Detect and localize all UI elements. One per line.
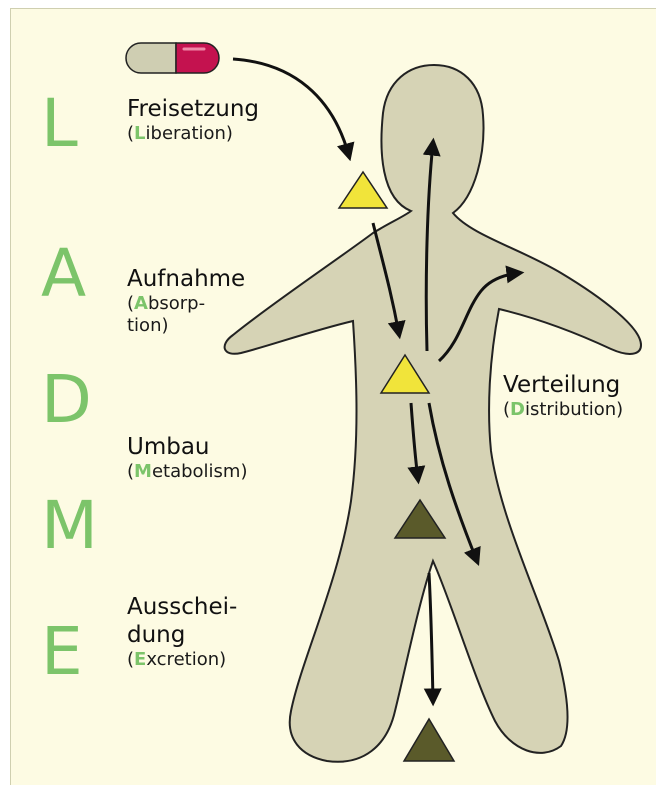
step-title: Aufnahme [127, 265, 245, 293]
step-title: Umbau [127, 433, 248, 461]
step-subtitle: (Metabolism) [127, 461, 248, 483]
step-distribution: Verteilung (Distribution) [503, 371, 623, 421]
step-subtitle: (Absorp- tion) [127, 293, 245, 337]
acronym-letter-l: L [41, 91, 91, 157]
acronym-letter-d: D [41, 367, 91, 433]
acronym-letter-e: E [41, 619, 91, 685]
capsule-icon [126, 43, 219, 73]
diagram-frame: L A D M E Freisetzung (Liberation) Aufna… [10, 8, 656, 785]
step-subtitle: (Liberation) [127, 123, 259, 145]
drug-triangle-icon [404, 719, 454, 761]
acronym-letter-a: A [41, 241, 91, 307]
drug-triangle-icon [339, 172, 387, 208]
acronym-letter-m: M [41, 493, 91, 559]
step-metabolism: Umbau (Metabolism) [127, 433, 248, 483]
step-subtitle: (Excretion) [127, 649, 237, 671]
step-title: Ausschei- dung [127, 593, 237, 649]
step-excretion: Ausschei- dung (Excretion) [127, 593, 237, 671]
step-title: Freisetzung [127, 95, 259, 123]
step-absorption: Aufnahme (Absorp- tion) [127, 265, 245, 337]
step-liberation: Freisetzung (Liberation) [127, 95, 259, 145]
step-subtitle: (Distribution) [503, 399, 623, 421]
step-title: Verteilung [503, 371, 623, 399]
